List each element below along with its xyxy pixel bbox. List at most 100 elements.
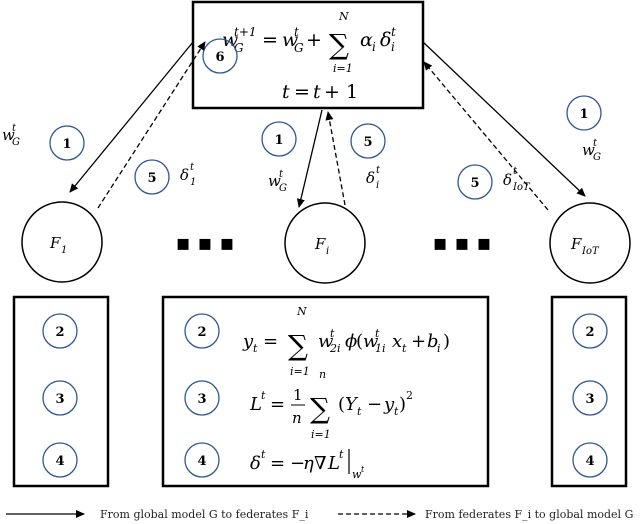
svg-text:+ 1: + 1 [324, 81, 358, 103]
global-update-equation: w G t+1 = w G t + N ∑ i=1 α i δ i t [222, 10, 396, 75]
svg-text:w: w [582, 141, 595, 159]
svg-text:w: w [222, 29, 238, 51]
global-model-box [191, 0, 425, 110]
right-step-1-circle [566, 95, 602, 131]
center-step-1-circle [261, 121, 297, 157]
svg-text:1: 1 [190, 177, 196, 188]
svg-text:w: w [268, 172, 281, 190]
svg-text:F: F [314, 235, 326, 253]
svg-text:F: F [570, 235, 582, 253]
fi-step-2-label: 2 [197, 325, 206, 340]
time-increment: t = t + 1 [282, 81, 358, 103]
f1-step-4-circle [42, 442, 78, 478]
svg-text:F: F [49, 234, 61, 252]
svg-text:δ: δ [380, 29, 391, 51]
local-box-fiot [550, 295, 628, 488]
left-step-1-label: 1 [62, 137, 71, 152]
local-box-f1 [12, 295, 110, 488]
left-step-5-label: 5 [147, 171, 156, 186]
center-step-1-label: 1 [274, 133, 283, 148]
center-step-5-circle [350, 123, 386, 159]
svg-text:N: N [338, 10, 349, 23]
svg-text:η: η [303, 453, 314, 474]
svg-text:G: G [294, 41, 304, 55]
svg-text:t: t [513, 166, 518, 177]
svg-text:t: t [261, 448, 266, 461]
svg-text:ϕ: ϕ [345, 331, 357, 352]
svg-text:y: y [242, 331, 254, 352]
svg-text:t: t [593, 138, 598, 149]
svg-text:t: t [376, 165, 381, 176]
svg-text:G: G [279, 183, 287, 194]
fi-step-2-circle [184, 313, 220, 349]
svg-text:=: = [270, 453, 285, 474]
svg-text:IoT: IoT [512, 182, 531, 193]
svg-text:=: = [263, 331, 278, 352]
svg-text:t: t [12, 123, 17, 134]
legend-dashed-label: From federates F_i to global model G [425, 508, 633, 521]
right-step-5-circle [457, 164, 493, 200]
right-step-1-label: 1 [579, 107, 588, 122]
fiot-step-2-label: 2 [585, 325, 594, 340]
svg-text:i: i [372, 40, 376, 54]
svg-text:N: N [296, 305, 307, 318]
loss-equation: L t = 1 n n ∑ i=1 ( Y t − y t ) 2 [249, 368, 413, 441]
svg-text:t: t [190, 162, 195, 173]
svg-text:t: t [402, 342, 407, 355]
svg-text:∇: ∇ [314, 453, 327, 474]
fi-step-3-circle [184, 380, 220, 416]
left-step-1-circle [49, 125, 85, 161]
svg-text:∑: ∑ [288, 329, 308, 362]
svg-text:Y: Y [345, 394, 359, 415]
left-step-5-circle [134, 159, 170, 195]
svg-text:+: + [306, 29, 322, 51]
federate-fi-label: F i [314, 235, 329, 257]
left-weight-label: w G t [2, 123, 20, 148]
dashed-arrow-from-fiot [423, 61, 549, 211]
svg-text:−: − [367, 394, 382, 415]
right-weight-label: w G t [582, 138, 601, 163]
federate-f1-node [21, 201, 103, 283]
svg-text:+: + [411, 331, 426, 352]
svg-text:t: t [330, 327, 335, 340]
svg-text:i=1: i=1 [333, 62, 353, 75]
center-step-5-label: 5 [363, 135, 372, 150]
svg-text:): ) [399, 394, 406, 415]
solid-arrow-to-fiot [422, 41, 586, 197]
svg-text:t: t [261, 389, 266, 402]
fi-step-4-label: 4 [197, 454, 206, 469]
svg-text:t: t [357, 405, 362, 418]
svg-text:w: w [282, 29, 298, 51]
svg-text:δ: δ [180, 166, 189, 184]
svg-text:t: t [279, 169, 284, 180]
svg-text:1i: 1i [375, 342, 386, 355]
svg-text:∑: ∑ [310, 392, 330, 425]
svg-text:∑: ∑ [329, 28, 349, 61]
svg-text:1: 1 [293, 386, 303, 404]
svg-text:IoT: IoT [581, 246, 600, 257]
svg-text:L: L [249, 394, 262, 415]
svg-text:α: α [360, 29, 373, 51]
svg-text:t: t [282, 81, 290, 103]
delta-iot-label: δ IoT t [503, 166, 531, 193]
svg-text:i=1: i=1 [290, 365, 310, 378]
svg-text:b: b [427, 331, 439, 352]
svg-text:δ: δ [366, 169, 375, 187]
svg-text:x: x [392, 331, 402, 352]
svg-text:=: = [262, 29, 278, 51]
svg-text:i: i [437, 342, 441, 355]
svg-text:w: w [363, 331, 379, 352]
svg-text:=: = [270, 394, 285, 415]
federate-fiot-node [549, 202, 631, 284]
f1-step-2-label: 2 [55, 325, 64, 340]
svg-text:n: n [319, 368, 326, 381]
fiot-step-4-circle [572, 442, 608, 478]
svg-text:t: t [339, 448, 344, 461]
step-6-label: 6 [215, 50, 224, 65]
step-6-circle [202, 38, 238, 74]
dashed-arrow-from-fi [325, 111, 346, 206]
svg-text:G: G [12, 137, 20, 148]
svg-text:L: L [327, 453, 340, 474]
federate-fi-node [284, 202, 366, 284]
